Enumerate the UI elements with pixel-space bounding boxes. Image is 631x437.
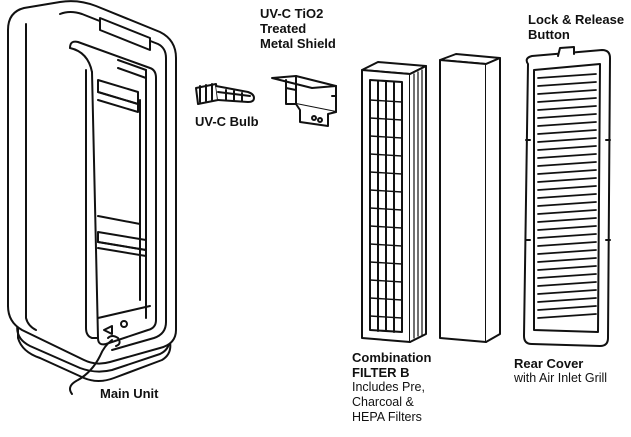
combination-filter-title-1: Combination: [352, 350, 432, 365]
lock-release-line-1: Lock & Release: [528, 12, 625, 27]
rear-cover: [523, 46, 611, 347]
uv-bulb-label: UV-C Bulb: [195, 114, 259, 129]
combination-filter-title-2: FILTER B: [352, 365, 410, 380]
lock-release-label: Lock & Release Button: [528, 12, 624, 42]
combination-filter-desc-3: HEPA Filters: [352, 410, 422, 424]
combination-filter-desc-1: Includes Pre,: [352, 380, 425, 394]
rear-cover-desc: with Air Inlet Grill: [514, 371, 608, 385]
lock-release-line-2: Button: [528, 27, 570, 42]
main-unit-label: Main Unit: [100, 386, 159, 401]
uv-c-bulb: [195, 83, 255, 105]
rear-cover-label: Rear Cover with Air Inlet Grill: [514, 356, 607, 386]
uv-shield-line-1: UV-C TiO2: [260, 6, 324, 21]
uv-shield-label: UV-C TiO2 Treated Metal Shield: [260, 6, 336, 51]
combination-filter-desc-2: Charcoal &: [352, 395, 414, 409]
main-unit: [7, 0, 177, 395]
rear-cover-title: Rear Cover: [514, 356, 584, 371]
uv-shield-line-2: Treated: [260, 21, 307, 36]
combination-filter-b: [361, 61, 427, 343]
uv-shield-line-3: Metal Shield: [260, 36, 336, 51]
combination-filter-label: Combination FILTER B Includes Pre, Charc…: [352, 350, 431, 425]
metal-shield: [271, 75, 337, 127]
filter-panel: [439, 53, 501, 343]
